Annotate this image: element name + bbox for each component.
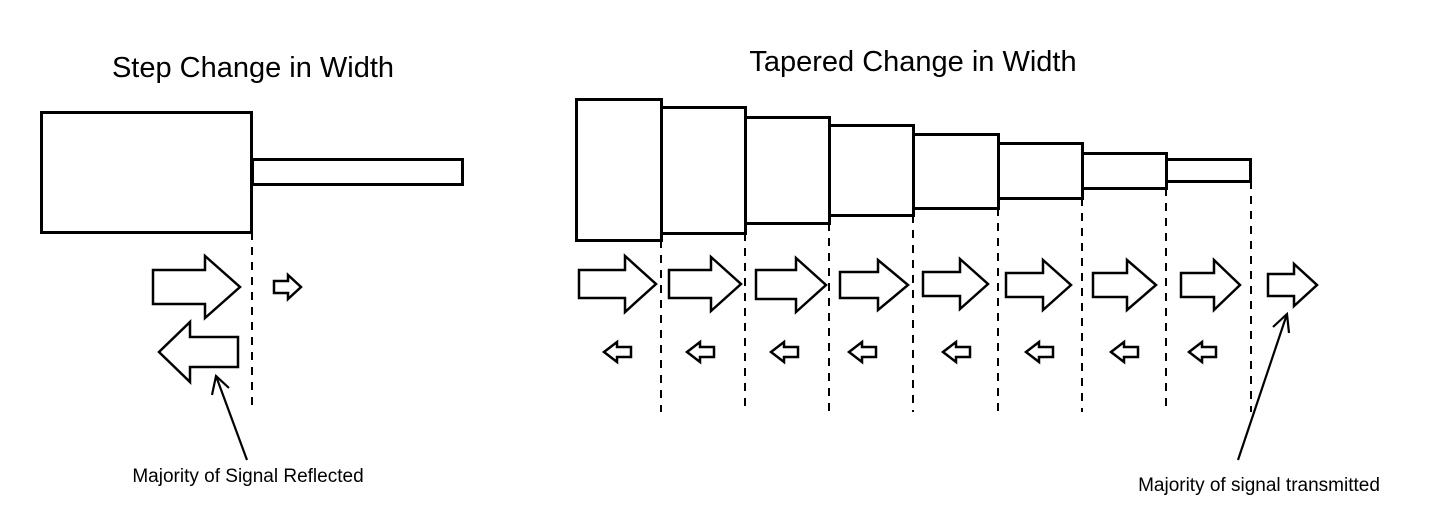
reflected-arrow-6 [1023,339,1055,365]
taper-forward-arrows [577,253,1319,315]
reflected-arrow-4 [846,339,878,365]
step-narrow-section [251,158,464,186]
taper-section-8 [1165,158,1252,183]
taper-section-6 [997,142,1084,200]
taper-section-4 [828,124,915,217]
taper-section-3 [744,116,831,225]
taper-boundary-lines [660,181,1252,412]
step-caption: Majority of Signal Reflected [132,466,363,487]
step-reflected-arrow [157,319,240,385]
reflected-arrow-1 [601,339,633,365]
taper-section-1 [575,98,663,242]
tapered-caption: Majority of signal transmitted [1138,475,1380,496]
reflected-arrow-3 [768,339,800,365]
forward-arrow-2 [667,254,743,314]
forward-arrow-4 [838,257,910,313]
step-transmitted-arrow [272,272,303,302]
taper-sections [575,98,1252,242]
step-change-title: Step Change in Width [112,52,394,84]
forward-arrow-6 [1004,257,1073,313]
reflected-arrow-7 [1108,339,1140,365]
forward-arrow-1 [577,253,658,315]
forward-arrow-7 [1091,257,1158,313]
forward-arrow-5 [921,256,990,312]
taper-section-5 [912,133,1000,210]
reflected-arrow-5 [940,339,972,365]
step-wide-section [40,111,253,234]
taper-reflected-arrows [601,339,1218,365]
tapered-change-title: Tapered Change in Width [749,46,1076,78]
forward-arrow-8 [1179,257,1242,313]
taper-section-2 [660,106,747,235]
step-incident-arrow [151,253,242,321]
forward-arrow-transmitted [1266,261,1319,309]
taper-section-7 [1081,152,1168,190]
reflected-arrow-8 [1186,339,1218,365]
tapered-callout-pointer [1236,311,1291,461]
step-callout-pointer [210,373,249,461]
reflected-arrow-2 [684,339,716,365]
forward-arrow-3 [754,255,828,315]
